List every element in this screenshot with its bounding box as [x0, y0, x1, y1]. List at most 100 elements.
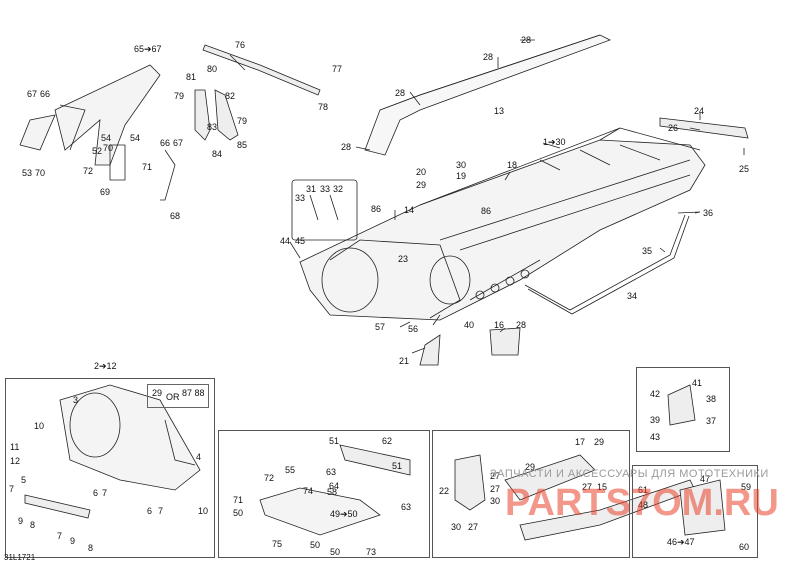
callout-29c: 29: [525, 462, 536, 472]
callout-61: 61: [638, 485, 649, 495]
callout-53: 53: [22, 168, 33, 178]
running-board: [454, 454, 486, 511]
callout-6b: 6: [147, 506, 153, 516]
callout-58: 58: [327, 487, 338, 497]
rod-34: [524, 214, 686, 311]
callout-51b: 51: [392, 461, 403, 471]
callout-15: 15: [597, 482, 608, 492]
callout-85: 85: [237, 140, 248, 150]
callout-81: 81: [186, 72, 197, 82]
callout-29b: 29: [594, 437, 605, 447]
callout-75: 75: [272, 539, 283, 549]
callout-71b: 71: [233, 495, 244, 505]
steering-column: [202, 44, 321, 96]
callout-17: 17: [575, 437, 586, 447]
callout-25: 25: [739, 164, 750, 174]
callout-48: 48: [638, 500, 649, 510]
rail-24: [659, 117, 749, 139]
callout-10b: 10: [198, 506, 209, 516]
callout-9a: 9: [18, 516, 24, 526]
callout-73: 73: [366, 547, 377, 557]
callout-42: 42: [650, 389, 661, 399]
callout-76: 76: [235, 40, 246, 50]
drawing-code: 31L1721: [4, 553, 36, 562]
callout-24: 24: [694, 106, 705, 116]
callout-28c: 28: [395, 88, 406, 98]
alternative-parts-box: [147, 384, 209, 408]
callout-50b: 50: [310, 540, 321, 550]
callout-54b: 54: [130, 133, 141, 143]
callout-9b: 9: [70, 536, 76, 546]
callout-40: 40: [464, 320, 475, 330]
callout-31: 31: [306, 184, 317, 194]
callout-65-67: 65➔67: [134, 44, 162, 54]
callout-7a: 7: [9, 484, 15, 494]
callout-8b: 8: [88, 543, 94, 553]
chassis-tunnel: [299, 139, 706, 321]
callout-36: 36: [703, 208, 714, 218]
callout-27a: 27: [490, 484, 501, 494]
callout-28a: 28: [521, 35, 532, 45]
callout-54a: 54: [101, 133, 112, 143]
callout-28d: 28: [341, 142, 352, 152]
running-board-panel: [432, 430, 630, 558]
callout-80: 80: [207, 64, 218, 74]
callout-50c: 50: [330, 547, 341, 557]
callout-18: 18: [507, 160, 518, 170]
callout-5: 5: [21, 475, 27, 485]
callout-83: 83: [207, 122, 218, 132]
or-box-or: OR: [166, 392, 180, 402]
callout-82: 82: [225, 91, 236, 101]
callout-28e: 28: [516, 320, 527, 330]
callout-38: 38: [706, 394, 717, 404]
callout-19: 19: [456, 171, 467, 181]
callout-69: 69: [100, 187, 111, 197]
callout-60: 60: [739, 542, 750, 552]
callout-28b: 28: [483, 52, 494, 62]
callout-13: 13: [494, 106, 505, 116]
callout-3: 3: [73, 395, 79, 405]
callout-7c: 7: [158, 506, 164, 516]
rear-mount-panel: [632, 465, 758, 558]
front-assembly-panel: [5, 378, 215, 558]
callout-30c: 30: [451, 522, 462, 532]
callout-63a: 63: [326, 467, 337, 477]
footrest-panel: [218, 430, 430, 558]
callout-34: 34: [627, 291, 638, 301]
callout-10a: 10: [34, 421, 45, 431]
or-box-left: 29: [152, 388, 163, 398]
callout-79b: 79: [237, 116, 248, 126]
callout-11: 11: [10, 442, 20, 452]
callout-77: 77: [332, 64, 343, 74]
callout-67: 67: [27, 89, 38, 99]
callout-30a: 30: [456, 160, 467, 170]
callout-1-30: 1➔30: [543, 137, 566, 147]
front-bulkhead: [59, 384, 201, 491]
callout-27c: 27: [490, 471, 501, 481]
callout-21: 21: [399, 356, 410, 366]
callout-79a: 79: [174, 91, 185, 101]
callout-37: 37: [706, 416, 717, 426]
callout-59: 59: [741, 482, 752, 492]
callout-29a: 29: [416, 180, 427, 190]
callout-51a: 51: [329, 436, 340, 446]
callout-4: 4: [196, 452, 202, 462]
callout-84: 84: [212, 149, 223, 159]
callout-70a: 70: [103, 143, 114, 153]
rear-bracket-panel: [636, 367, 730, 452]
callout-56: 56: [408, 324, 419, 334]
callout-6a: 6: [93, 488, 99, 498]
footrest-plate: [259, 487, 381, 536]
callout-35: 35: [642, 246, 653, 256]
callout-45: 45: [295, 236, 306, 246]
callout-39: 39: [650, 415, 661, 425]
callout-44: 44: [280, 236, 291, 246]
callout-33a: 33: [295, 193, 306, 203]
callout-8a: 8: [30, 520, 36, 530]
callout-47: 47: [700, 474, 711, 484]
callout-7d: 7: [57, 531, 63, 541]
callout-68: 68: [170, 211, 181, 221]
callout-66: 66: [40, 89, 51, 99]
